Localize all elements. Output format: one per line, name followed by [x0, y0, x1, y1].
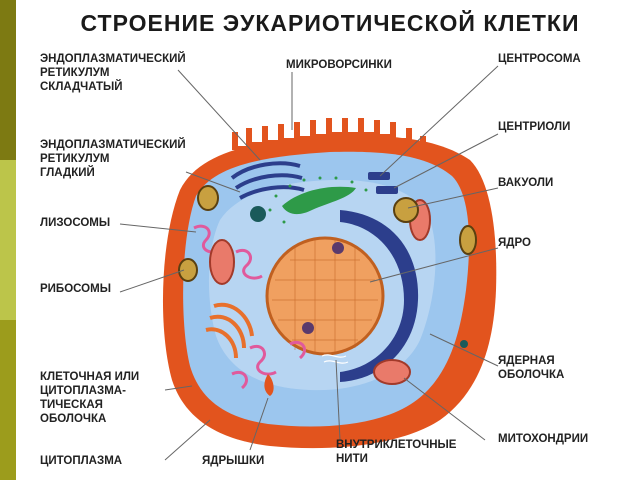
- label-microvilli: МИКРОВОРСИНКИ: [286, 59, 392, 71]
- label-smooth-er: ЭНДОПЛАЗМАТИЧЕСКИЙ РЕТИКУЛУМ ГЛАДКИЙ: [40, 139, 186, 179]
- sidebar-segment-top: [0, 0, 16, 160]
- mitochondria: [209, 199, 431, 385]
- golgi-green: [282, 186, 356, 215]
- label-nuclear-envelope: ЯДЕРНАЯ ОБОЛОЧКА: [498, 355, 565, 381]
- lysosomes: [250, 206, 468, 348]
- label-lysosomes: ЛИЗОСОМЫ: [40, 217, 111, 229]
- label-nucleus: ЯДРО: [498, 237, 531, 249]
- golgi-apparatus: [205, 302, 254, 359]
- nucleolus: [332, 242, 344, 254]
- ribosome-dots: [268, 176, 368, 224]
- nuclear-envelope: [340, 210, 419, 382]
- label-intracellular-threads: ВНУТРИКЛЕТОЧНЫЕ НИТИ: [336, 439, 457, 465]
- nucleus: [265, 236, 385, 356]
- slide-sidebar: [0, 0, 16, 480]
- vesicle-droplet: [264, 374, 274, 396]
- label-rough-er: ЭНДОПЛАЗМАТИЧЕСКИЙ РЕТИКУЛУМ СКЛАДЧАТЫЙ: [40, 53, 186, 93]
- diagram-title: СТРОЕНИЕ ЭУКАРИОТИЧЕСКОЙ КЛЕТКИ: [80, 10, 580, 36]
- leader-lines: [119, 65, 499, 461]
- sidebar-segment-middle: [0, 160, 16, 320]
- label-vacuoles: ВАКУОЛИ: [498, 177, 554, 189]
- label-cytoplasm: ЦИТОПЛАЗМА: [40, 455, 123, 467]
- chromatin-net: [272, 240, 378, 354]
- label-cell-membrane: КЛЕТОЧНАЯ ИЛИ ЦИТОПЛАЗМА- ТИЧЕСКАЯ ОБОЛО…: [40, 371, 140, 425]
- nucleolus: [302, 322, 314, 334]
- centrioles: [368, 172, 398, 194]
- label-ribosomes: РИБОСОМЫ: [40, 283, 111, 295]
- label-centrosome: ЦЕНТРОСОМА: [498, 53, 581, 65]
- vacuoles: [178, 185, 477, 282]
- label-mitochondria: МИТОХОНДРИИ: [498, 433, 589, 445]
- label-nucleoli: ЯДРЫШКИ: [202, 455, 265, 467]
- rough-er: [230, 161, 305, 200]
- sidebar-segment-bottom: [0, 320, 16, 480]
- label-centrioles: ЦЕНТРИОЛИ: [498, 121, 571, 133]
